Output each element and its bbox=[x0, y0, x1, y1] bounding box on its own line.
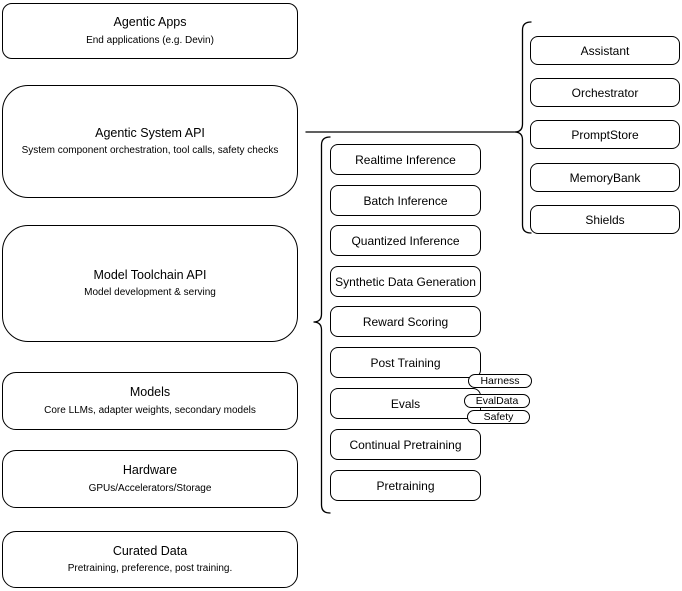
brace-toolchain-capabilities bbox=[313, 136, 331, 514]
node-title: Agentic System API bbox=[95, 125, 205, 140]
node-shields: Shields bbox=[530, 205, 680, 234]
node-title: Model Toolchain API bbox=[93, 267, 207, 282]
node-label: Continual Pretraining bbox=[349, 437, 462, 452]
node-title: Agentic Apps bbox=[113, 15, 187, 30]
node-realtime-inference: Realtime Inference bbox=[330, 144, 481, 175]
node-hardware: Hardware GPUs/Accelerators/Storage bbox=[2, 450, 298, 508]
tag-harness: Harness bbox=[468, 374, 532, 388]
node-subtitle: System component orchestration, tool cal… bbox=[21, 145, 279, 157]
node-subtitle: End applications (e.g. Devin) bbox=[86, 34, 214, 46]
node-batch-inference: Batch Inference bbox=[330, 185, 481, 216]
node-memorybank: MemoryBank bbox=[530, 163, 680, 192]
node-title: Curated Data bbox=[112, 543, 188, 558]
node-label: Reward Scoring bbox=[362, 314, 449, 329]
node-title: Hardware bbox=[122, 463, 178, 478]
node-orchestrator: Orchestrator bbox=[530, 78, 680, 107]
node-label: Post Training bbox=[370, 355, 441, 370]
tag-label: Harness bbox=[480, 374, 520, 387]
node-quantized-inference: Quantized Inference bbox=[330, 225, 481, 256]
node-label: Realtime Inference bbox=[355, 152, 456, 167]
node-evals: Evals bbox=[330, 388, 481, 419]
node-label: Quantized Inference bbox=[351, 233, 460, 248]
node-label: Pretraining bbox=[376, 478, 435, 493]
node-label: MemoryBank bbox=[569, 170, 641, 185]
node-label: Orchestrator bbox=[571, 85, 639, 100]
node-subtitle: Model development & serving bbox=[84, 287, 216, 299]
node-reward-scoring: Reward Scoring bbox=[330, 306, 481, 337]
node-label: Shields bbox=[585, 212, 625, 227]
node-subtitle: Core LLMs, adapter weights, secondary mo… bbox=[44, 404, 256, 416]
node-curated-data: Curated Data Pretraining, preference, po… bbox=[2, 531, 298, 588]
node-models: Models Core LLMs, adapter weights, secon… bbox=[2, 372, 298, 430]
node-label: Evals bbox=[390, 396, 421, 411]
node-subtitle: Pretraining, preference, post training. bbox=[67, 563, 233, 575]
brace-system-components bbox=[514, 21, 532, 234]
node-title: Models bbox=[129, 385, 171, 400]
node-label: Batch Inference bbox=[363, 193, 448, 208]
node-agentic-apps: Agentic Apps End applications (e.g. Devi… bbox=[2, 3, 298, 59]
tag-label: EvalData bbox=[475, 394, 519, 407]
node-assistant: Assistant bbox=[530, 36, 680, 65]
tag-safety: Safety bbox=[467, 410, 530, 424]
tag-label: Safety bbox=[483, 410, 514, 423]
node-label: Assistant bbox=[580, 43, 630, 58]
node-pretraining: Pretraining bbox=[330, 470, 481, 501]
node-label: PromptStore bbox=[571, 127, 639, 142]
node-label: Synthetic Data Generation bbox=[335, 274, 476, 289]
node-promptstore: PromptStore bbox=[530, 120, 680, 149]
node-agentic-system-api: Agentic System API System component orch… bbox=[2, 85, 298, 198]
node-synthetic-data-generation: Synthetic Data Generation bbox=[330, 266, 481, 297]
node-subtitle: GPUs/Accelerators/Storage bbox=[88, 482, 212, 494]
node-model-toolchain-api: Model Toolchain API Model development & … bbox=[2, 225, 298, 342]
node-continual-pretraining: Continual Pretraining bbox=[330, 429, 481, 460]
node-post-training: Post Training bbox=[330, 347, 481, 378]
tag-evaldata: EvalData bbox=[464, 394, 530, 408]
